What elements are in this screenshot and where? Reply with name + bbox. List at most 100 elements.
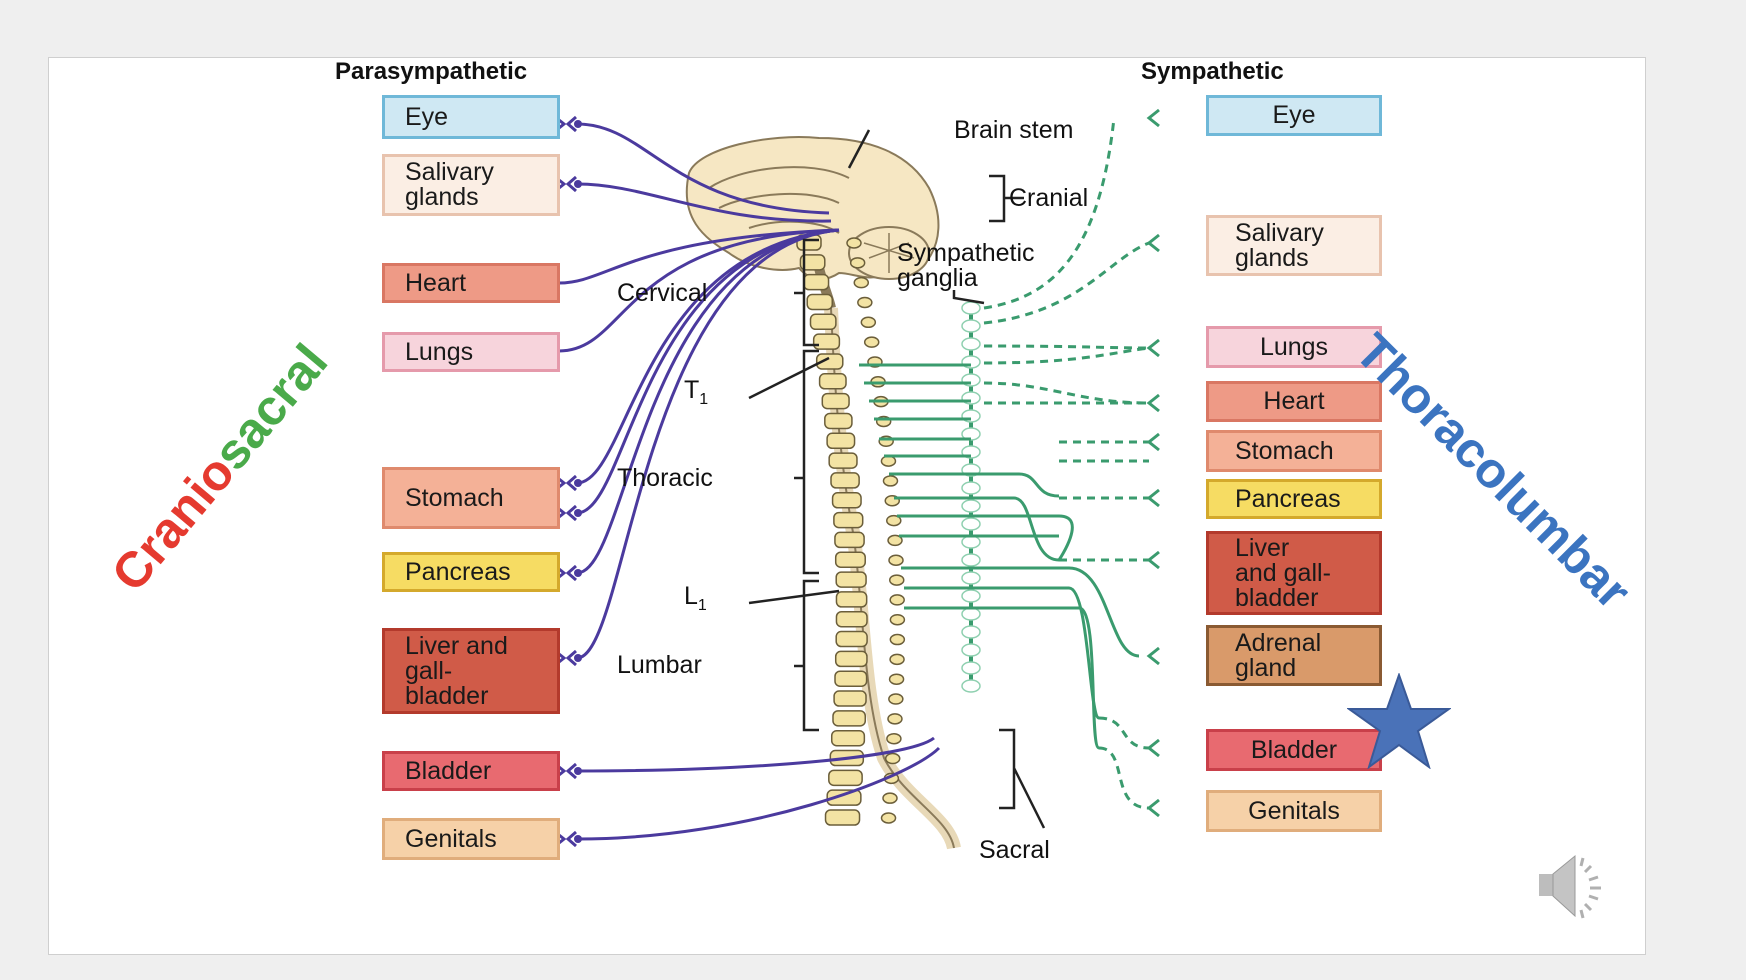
para-organ-bladder: Bladder [382, 751, 560, 791]
star-icon [1347, 673, 1451, 769]
vertebra-process [846, 237, 862, 249]
sympathetic-arrow [1146, 488, 1160, 508]
vertebra-process [880, 455, 897, 467]
sym-organ-lungs: Lungs [1206, 326, 1382, 368]
vertebra [834, 670, 868, 687]
vertebral-column [796, 234, 906, 826]
vertebra [835, 571, 867, 588]
sympathetic-heading: Sympathetic [1141, 58, 1284, 85]
l1-label: L1 [684, 584, 707, 618]
vertebra [821, 392, 850, 410]
sympathetic-ganglion [961, 661, 981, 675]
parasympathetic-synapse [574, 767, 582, 775]
para-organ-pancreas: Pancreas [382, 552, 560, 592]
vertebra-process [884, 752, 901, 765]
vertebra [828, 769, 863, 787]
region-brackets [748, 129, 1046, 829]
sympathetic-arrow [1146, 550, 1160, 570]
sym-organ-pancreas: Pancreas [1206, 479, 1382, 519]
vertebra-process [849, 257, 866, 269]
para-organ-salivary: Salivary glands [382, 154, 560, 216]
parasympathetic-synapse [574, 569, 582, 577]
vertebra-process [860, 316, 877, 329]
parasympathetic-synapse [574, 479, 582, 487]
vertebra [834, 551, 866, 568]
parasympathetic-pathways [558, 122, 941, 841]
para-organ-heart: Heart [382, 263, 560, 303]
vertebra [818, 373, 847, 390]
sym-organ-stomach: Stomach [1206, 430, 1382, 472]
sym-organ-bladder: Bladder [1206, 729, 1382, 771]
vertebra [815, 353, 844, 370]
para-organ-lungs: Lungs [382, 332, 560, 372]
sympathetic-arrow [1146, 393, 1160, 413]
sympathetic-ganglion [961, 625, 981, 639]
parasympathetic-synapse [574, 835, 582, 843]
vertebra-process [863, 336, 880, 348]
vertebra-process [888, 574, 905, 586]
sym-organ-eye: Eye [1206, 95, 1382, 136]
vertebra [826, 789, 862, 806]
vertebra-process [886, 732, 902, 745]
vertebra [833, 511, 864, 529]
sympathetic-ganglion [961, 499, 981, 513]
vertebra [809, 313, 837, 331]
vertebra-process [888, 673, 905, 685]
sympathetic-arrow [1146, 432, 1160, 452]
speaker-icon[interactable] [1535, 850, 1615, 922]
sympathetic-dashed-pathways [983, 117, 1150, 810]
sym-organ-salivary: Salivary glands [1206, 215, 1382, 276]
vertebra [834, 650, 868, 668]
vertebra-process [887, 713, 903, 725]
sympathetic-ganglion [961, 301, 981, 315]
vertebra [834, 531, 865, 549]
parasympathetic-synapse [574, 180, 582, 188]
sympathetic-arrow [1146, 108, 1160, 128]
vertebra-process [889, 633, 906, 646]
sym-organ-adrenal: Adrenal gland [1206, 625, 1382, 686]
vertebra-process [888, 554, 904, 566]
sympathetic-pathways [859, 363, 1140, 750]
sympathetic-ganglion [961, 571, 981, 585]
parasympathetic-heading: Parasympathetic [335, 58, 528, 85]
sym-organ-heart: Heart [1206, 381, 1382, 422]
para-organ-liver-and: Liver and gall- bladder [382, 628, 560, 714]
vertebra [832, 710, 867, 727]
vertebra-process [889, 613, 906, 626]
cervical-label: Cervical [617, 279, 708, 307]
sympathetic-ganglion [961, 517, 981, 531]
para-organ-stomach: Stomach [382, 467, 560, 529]
cranial-label: Cranial [1009, 184, 1089, 212]
vertebra-process [888, 693, 904, 705]
l1-subscript: 1 [697, 597, 707, 614]
vertebra-process [880, 812, 897, 824]
nervous-system-diagram [528, 108, 1160, 850]
vertebra [799, 254, 826, 271]
sympathetic-ganglion [961, 607, 981, 621]
vertebra [812, 333, 841, 350]
t1-subscript: 1 [699, 391, 709, 408]
vertebra [830, 472, 860, 489]
parasympathetic-synapse [574, 120, 582, 128]
parasympathetic-synapse [574, 509, 582, 517]
sympathetic-ganglia-label: Sympathetic ganglia [897, 239, 1035, 292]
sympathetic-ganglion [961, 589, 981, 603]
sympathetic-arrow [1146, 738, 1160, 758]
para-organ-genitals: Genitals [382, 818, 560, 860]
sympathetic-arrow [1146, 646, 1160, 666]
vertebra [803, 273, 830, 291]
sympathetic-ganglion [961, 643, 981, 657]
sympathetic-ganglia-chain [961, 301, 981, 693]
vertebra-process [887, 534, 903, 547]
vertebra [831, 492, 862, 509]
sympathetic-arrow [1146, 798, 1160, 818]
sympathetic-ganglion [961, 319, 981, 333]
sym-organ-liver: Liver and gall- bladder [1206, 531, 1382, 615]
vertebra-process [882, 475, 899, 487]
sympathetic-ganglion [961, 553, 981, 567]
brain-stem-label: Brain stem [954, 116, 1074, 144]
sacral-label: Sacral [979, 836, 1050, 864]
l1-letter: L [684, 582, 698, 610]
vertebra-process [882, 792, 898, 804]
